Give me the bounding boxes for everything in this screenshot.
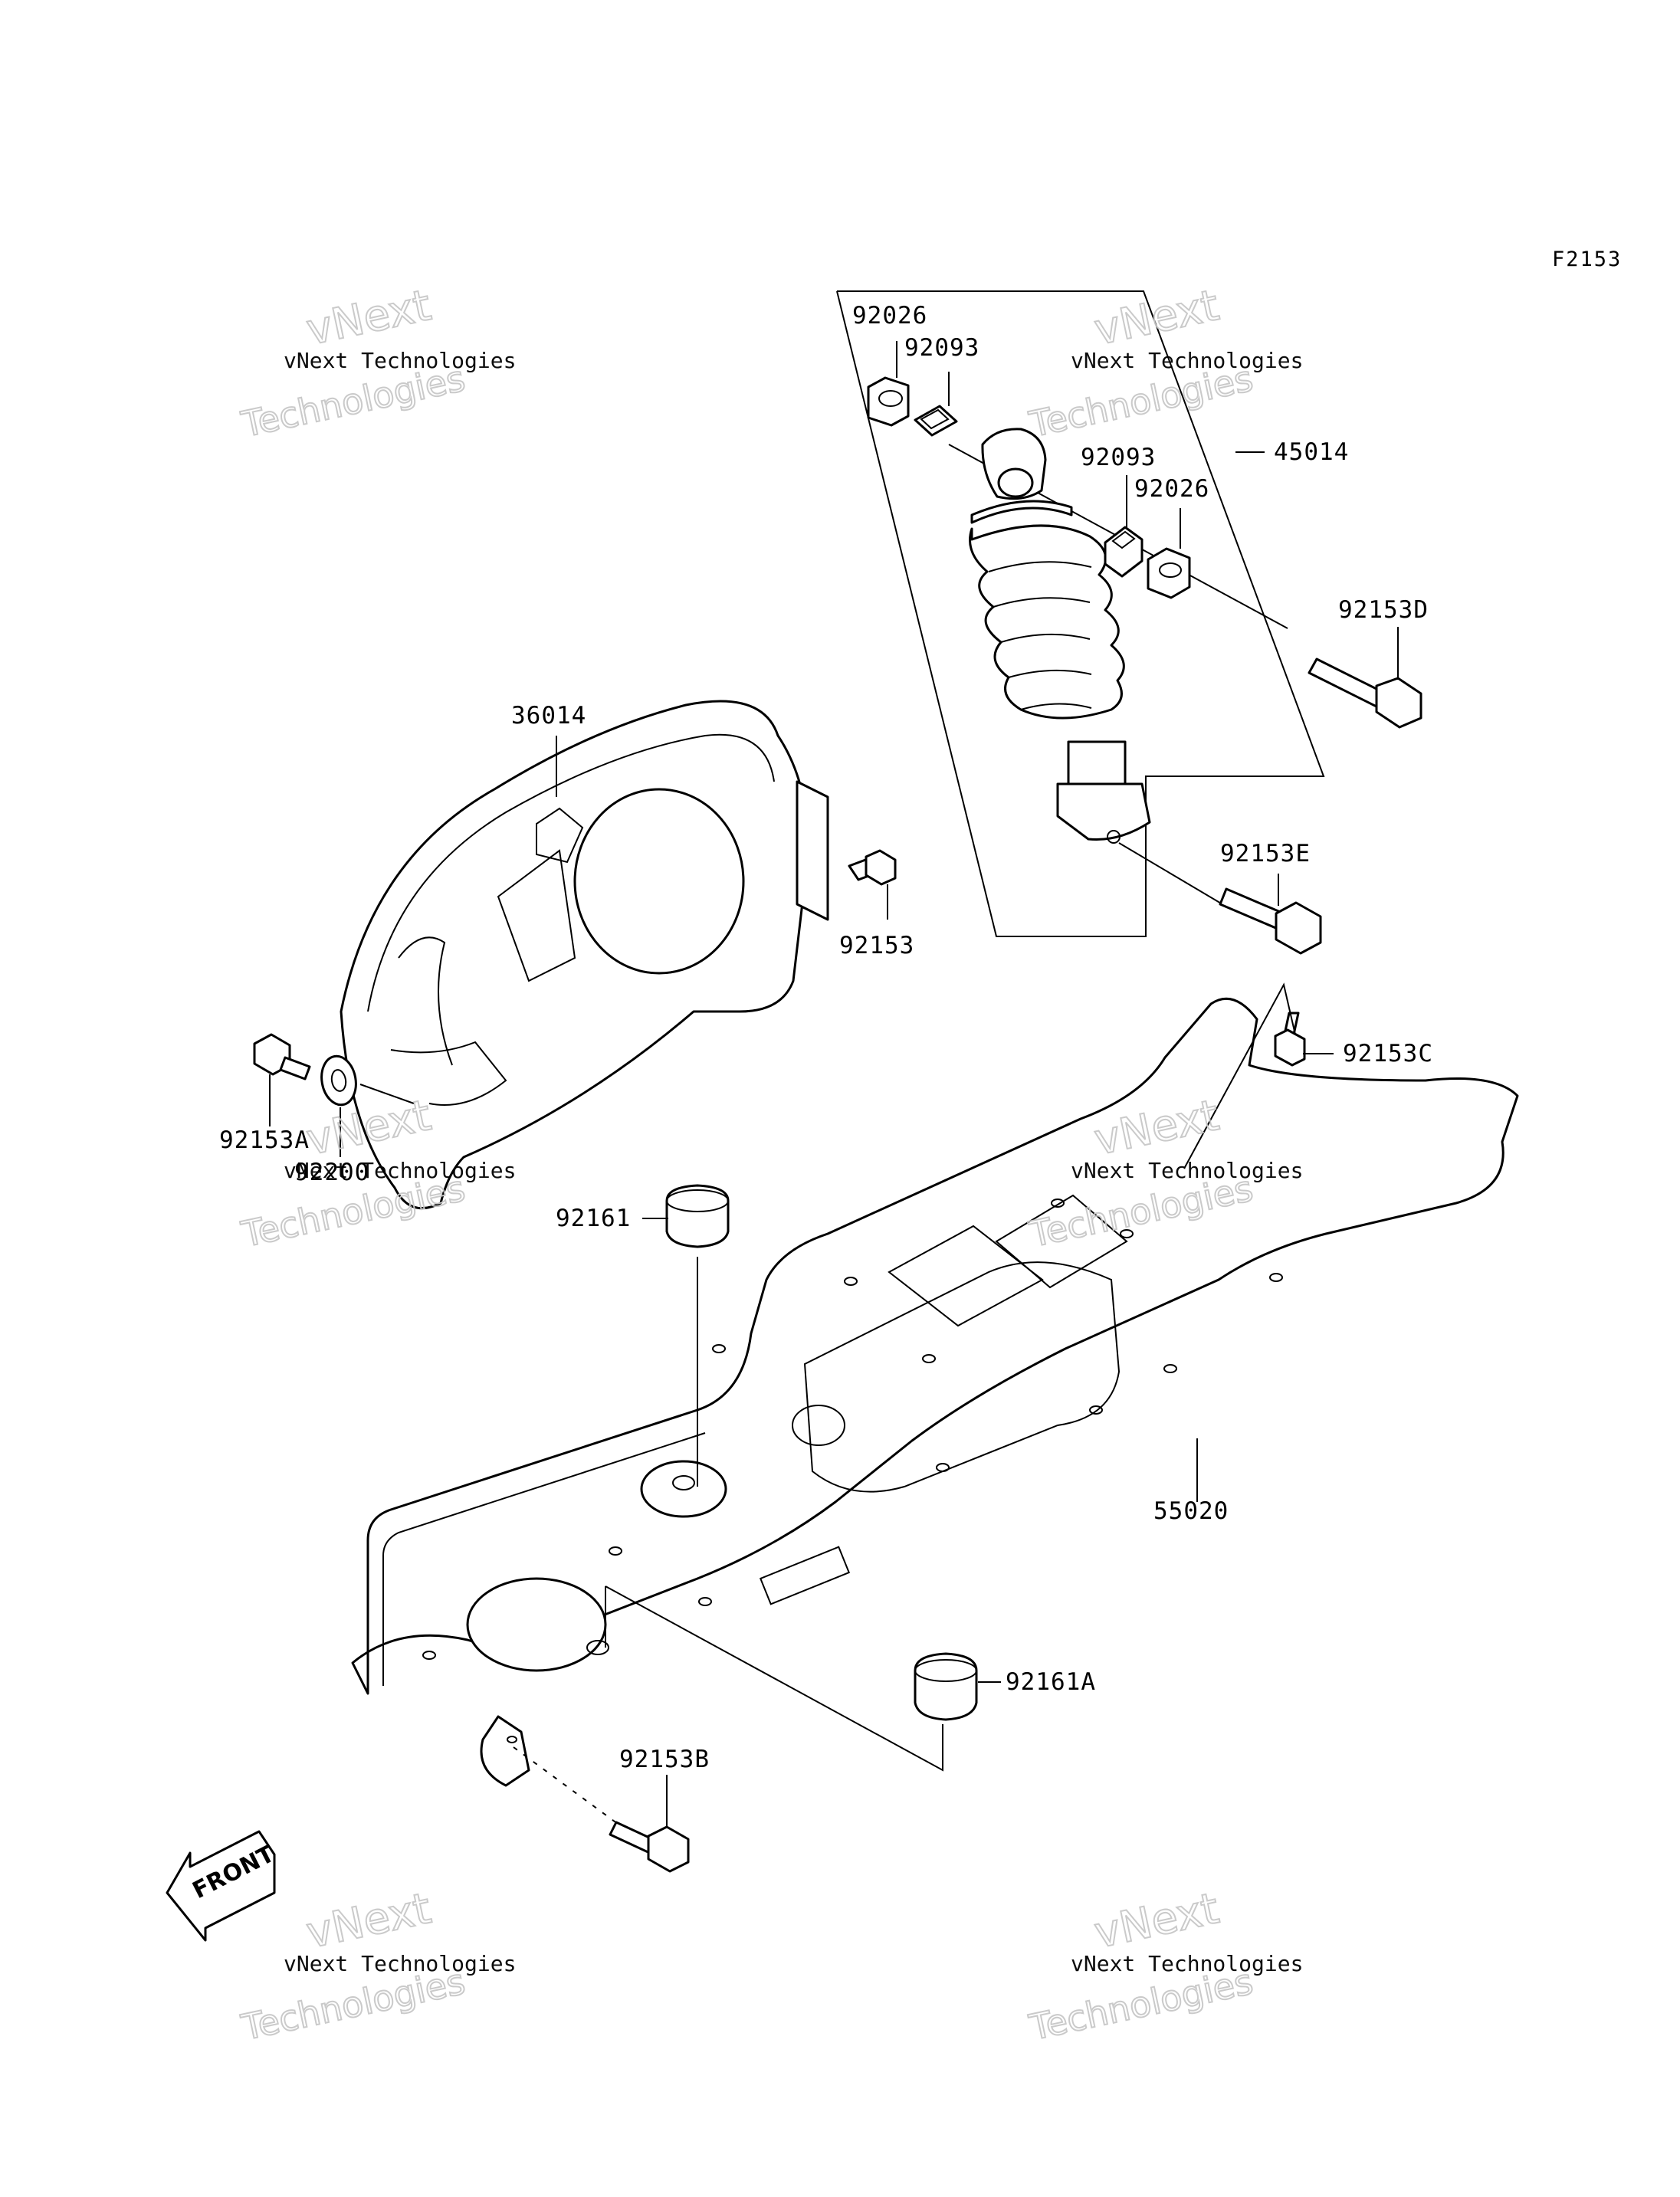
shock-body <box>969 428 1151 844</box>
mount-axis-92153B <box>513 1746 619 1825</box>
label-92153B: 92153B <box>619 1746 710 1773</box>
label-45014: 45014 <box>1274 438 1349 466</box>
front-direction-arrow: FRONT <box>166 1830 279 1942</box>
collar-92093-top <box>914 405 958 437</box>
skid-plate-55020 <box>351 997 1519 1787</box>
label-36014: 36014 <box>511 702 586 730</box>
bolt-92153C <box>1274 1012 1306 1067</box>
bolt-92153 <box>848 849 897 886</box>
rubber-stopper-92161 <box>665 1184 730 1248</box>
bushing-92026-top <box>867 376 910 427</box>
watermark-top-right: vNext vNext Technologies Technologies <box>1025 280 1303 446</box>
figure-code: F2153 <box>1552 248 1622 271</box>
svg-text:vNext Technologies: vNext Technologies <box>1071 348 1303 373</box>
svg-text:vNext: vNext <box>302 1884 435 1959</box>
label-92161: 92161 <box>556 1205 631 1232</box>
collar-92093-mid <box>1104 526 1144 578</box>
mount-axis-washer <box>359 1084 415 1104</box>
belt-cover-36014 <box>340 700 829 1210</box>
label-92153E: 92153E <box>1220 840 1311 867</box>
label-55020: 55020 <box>1153 1497 1229 1525</box>
mount-axis-92161A <box>605 1585 943 1772</box>
svg-text:vNext Technologies: vNext Technologies <box>284 1158 516 1183</box>
rubber-stopper-92161A <box>914 1652 978 1721</box>
label-92093-top: 92093 <box>904 334 979 362</box>
label-92026-top: 92026 <box>852 302 927 330</box>
label-92026-mid: 92026 <box>1134 475 1209 503</box>
label-92200: 92200 <box>294 1159 369 1186</box>
bolt-92153B <box>609 1821 690 1873</box>
label-92153: 92153 <box>839 932 914 959</box>
bolt-92153E <box>1219 887 1322 955</box>
label-92153C: 92153C <box>1343 1040 1433 1067</box>
bolt-92153A <box>253 1033 311 1080</box>
svg-text:vNext: vNext <box>302 280 435 356</box>
label-92093-mid: 92093 <box>1081 444 1156 471</box>
bushing-92026-mid <box>1147 547 1191 599</box>
svg-text:vNext: vNext <box>1090 1884 1223 1959</box>
watermark-bottom-right: vNext vNext Technologies Technologies <box>1025 1883 1303 2049</box>
mount-axis-lower <box>1118 842 1223 905</box>
label-92153A: 92153A <box>219 1126 310 1154</box>
svg-text:vNext Technologies: vNext Technologies <box>284 348 516 373</box>
mount-axis-92153C <box>1183 982 1296 1169</box>
svg-text:vNext Technologies: vNext Technologies <box>1071 1158 1303 1183</box>
watermark-bottom-left: vNext vNext Technologies Technologies <box>237 1883 516 2049</box>
bolt-92153D <box>1308 657 1422 729</box>
washer-92200 <box>320 1054 357 1107</box>
svg-text:vNext Technologies: vNext Technologies <box>1071 1951 1303 1976</box>
group-frame <box>836 290 1325 937</box>
watermark-top-left: vNext vNext Technologies Technologies <box>237 280 516 446</box>
label-92153D: 92153D <box>1338 596 1429 624</box>
shock-absorber-group <box>836 290 1422 955</box>
label-92161A: 92161A <box>1006 1668 1096 1696</box>
svg-text:vNext Technologies: vNext Technologies <box>284 1951 516 1976</box>
